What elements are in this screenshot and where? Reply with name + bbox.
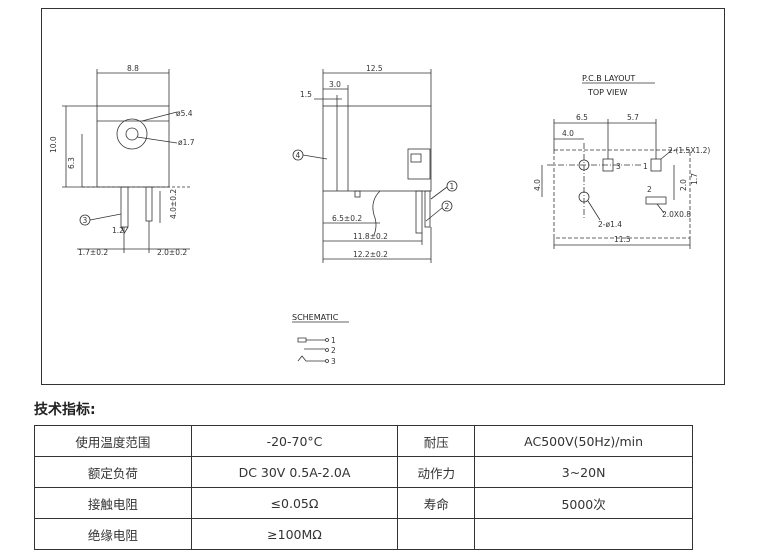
schematic-pin-2: 2 [331,346,336,355]
technical-drawing: 8.8 10.0 6.3 ø5.4 ø1.7 4.0±0.2 1.2 1.7±0… [41,8,725,385]
side-dim-12-2: 12.2±0.2 [353,250,388,259]
table-row: 额定负荷 DC 30V 0.5A-2.0A 动作力 3~20N [34,456,693,488]
front-offset-left: 1.7±0.2 [78,248,108,257]
spec-label: 使用温度范围 [34,425,192,457]
spec-value: DC 30V 0.5A-2.0A [190,456,399,488]
spec-value: ≥100MΩ [190,518,399,550]
front-pin-dia: ø1.7 [178,138,195,147]
table-row: 绝缘电阻 ≥100MΩ [34,518,693,550]
side-callout-1: 1 [450,182,455,191]
spec-label [397,518,476,550]
pcb-dim-4-0-top: 4.0 [562,129,574,138]
front-pin-width: 1.2 [112,226,124,235]
pcb-pad-3: 3 [616,162,621,171]
pcb-dim-1-7: 1.7 [690,173,699,185]
side-view: 12.5 3.0 1.5 6.5±0.2 11.8±0.2 12.2±0.2 1… [292,64,458,263]
pcb-pad-2: 2 [647,185,652,194]
spec-value: -20-70°C [190,425,399,457]
specs-heading: 技术指标: [34,402,96,418]
pcb-dim-6-5: 6.5 [576,113,588,122]
schematic-title: SCHEMATIC [292,313,339,322]
schematic-pin-1: 1 [331,336,336,345]
pcb-title: P.C.B LAYOUT [582,74,635,83]
front-height-dim: 10.0 [49,136,58,153]
front-view: 8.8 10.0 6.3 ø5.4 ø1.7 4.0±0.2 1.2 1.7±0… [49,64,195,257]
spec-value [474,518,693,550]
spec-value: 5000次 [474,487,693,519]
side-dim-3: 3.0 [329,80,341,89]
pcb-dim-2-0: 2.0 [679,179,688,191]
front-pin-length: 4.0±0.2 [169,189,178,219]
side-total-dim: 12.5 [366,64,383,73]
table-row: 使用温度范围 -20-70°C 耐压 AC500V(50Hz)/min [34,425,693,457]
specs-table: 使用温度范围 -20-70°C 耐压 AC500V(50Hz)/min 额定负荷… [34,425,693,550]
side-dim-6-5: 6.5±0.2 [332,214,362,223]
front-callout-3: 3 [83,216,88,225]
side-callout-2: 2 [445,202,450,211]
spec-value: AC500V(50Hz)/min [474,425,693,457]
spec-value: ≤0.05Ω [190,487,399,519]
front-width-dim: 8.8 [127,64,139,73]
pcb-pad-1: 1 [643,162,648,171]
spec-label: 耐压 [397,425,476,457]
spec-value: 3~20N [474,456,693,488]
pcb-slot-note: 2-(1.5X1.2) [668,146,710,155]
front-offset-right: 2.0±0.2 [157,248,187,257]
pcb-hole-note: 2-ø1.4 [598,220,622,229]
spec-label: 寿命 [397,487,476,519]
side-dim-1-5: 1.5 [300,90,312,99]
pcb-dim-5-7: 5.7 [627,113,639,122]
pcb-dim-11-5: 11.5 [614,235,631,244]
pin-circle [125,127,139,141]
schematic: SCHEMATIC 1 2 3 [292,313,349,366]
side-body [322,105,432,192]
spec-label: 接触电阻 [34,487,192,519]
spec-label: 绝缘电阻 [34,518,192,550]
spec-label: 动作力 [397,456,476,488]
side-callout-4: 4 [296,151,301,160]
front-body [96,105,170,188]
pcb-pad-note: 2.0X0.8 [662,210,691,219]
front-inner-height-dim: 6.3 [67,157,76,169]
spec-label: 额定负荷 [34,456,192,488]
table-row: 接触电阻 ≤0.05Ω 寿命 5000次 [34,487,693,519]
pcb-subtitle: TOP VIEW [587,88,627,97]
pcb-dim-4-0-side: 4.0 [533,179,542,191]
schematic-pin-3: 3 [331,357,336,366]
outer-circle [116,118,148,150]
front-outer-dia: ø5.4 [176,109,193,118]
side-dim-11-8: 11.8±0.2 [353,232,388,241]
pcb-layout: P.C.B LAYOUT TOP VIEW 3 1 2 6.5 5.7 4.0 … [533,74,710,249]
